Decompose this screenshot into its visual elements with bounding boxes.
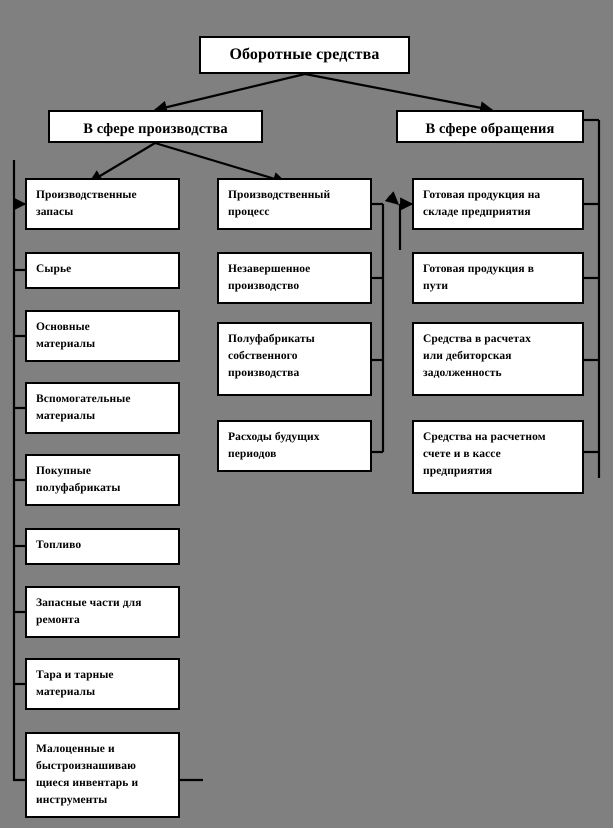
box-v-sfere-obrashcheniya[interactable]: В сфере обращения — [396, 110, 584, 143]
box-label: В сфере производства — [83, 121, 228, 137]
box-label: Запасные части для ремонта — [36, 597, 142, 626]
box-label: Сырье — [36, 263, 72, 275]
box-label: Покупные полуфабрикаты — [36, 465, 121, 494]
box-oborotnye-sredstva[interactable]: Оборотные средства — [199, 36, 410, 74]
box-label: В сфере обращения — [425, 121, 555, 137]
box-polufabrikaty-sobstvennogo-proizvodstva[interactable]: Полуфабрикаты собственного производства — [217, 322, 372, 396]
box-label: Производственный процесс — [228, 189, 331, 218]
box-proizvodstvennyy-protsess[interactable]: Производственный процесс — [217, 178, 372, 230]
box-v-sfere-proizvodstva[interactable]: В сфере производства — [48, 110, 263, 143]
box-label: Средства на расчетном счете и в кассе пр… — [423, 431, 546, 477]
box-tara-i-tarnye-materialy[interactable]: Тара и тарные материалы — [25, 658, 180, 710]
arrow-title-to-production — [153, 72, 306, 114]
box-vspomogatelnye-materialy[interactable]: Вспомогательные материалы — [25, 382, 180, 434]
box-label: Вспомогательные материалы — [36, 393, 131, 422]
box-raskhody-budushchikh-periodov[interactable]: Расходы будущих периодов — [217, 420, 372, 472]
box-label: Производственные запасы — [36, 189, 137, 218]
box-sredstva-v-raschetakh[interactable]: Средства в расчетах или дебиторская задо… — [412, 322, 584, 396]
box-malotsennye-i-bystroiznashivayushchiesya[interactable]: Малоценные и быстроизнашиваю щиеся инвен… — [25, 732, 180, 818]
box-sredstva-na-raschetnom-schete[interactable]: Средства на расчетном счете и в кассе пр… — [412, 420, 584, 494]
box-label: Расходы будущих периодов — [228, 431, 320, 460]
box-label: Топливо — [36, 539, 82, 551]
box-label: Средства в расчетах или дебиторская задо… — [423, 333, 531, 379]
arrow-production-to-inventories — [88, 142, 156, 183]
box-label: Незавершенное производство — [228, 263, 311, 292]
box-label: Оборотные средства — [229, 46, 380, 63]
box-label: Готовая продукция на складе предприятия — [423, 189, 541, 218]
box-nezavershennoe-proizvodstvo[interactable]: Незавершенное производство — [217, 252, 372, 304]
box-pokupnye-polufabrikaty[interactable]: Покупные полуфабрикаты — [25, 454, 180, 506]
box-gotovaya-produktsiya-na-sklade[interactable]: Готовая продукция на складе предприятия — [412, 178, 584, 230]
arrow-production-to-process — [154, 141, 287, 185]
box-gotovaya-produktsiya-v-puti[interactable]: Готовая продукция в пути — [412, 252, 584, 304]
box-zapasnye-chasti[interactable]: Запасные части для ремонта — [25, 586, 180, 638]
arrow-title-to-circulation — [304, 72, 494, 115]
box-label: Тара и тарные материалы — [36, 669, 114, 698]
box-label: Полуфабрикаты собственного производства — [228, 333, 315, 379]
box-syre[interactable]: Сырье — [25, 252, 180, 289]
box-osnovnye-materialy[interactable]: Основные материалы — [25, 310, 180, 362]
box-proizvodstvennye-zapasy[interactable]: Производственные запасы — [25, 178, 180, 230]
box-toplivo[interactable]: Топливо — [25, 528, 180, 565]
box-label: Малоценные и быстроизнашиваю щиеся инвен… — [36, 743, 139, 806]
box-label: Основные материалы — [36, 321, 96, 350]
box-label: Готовая продукция в пути — [423, 263, 535, 292]
arrow-to-process-heading — [384, 191, 399, 205]
